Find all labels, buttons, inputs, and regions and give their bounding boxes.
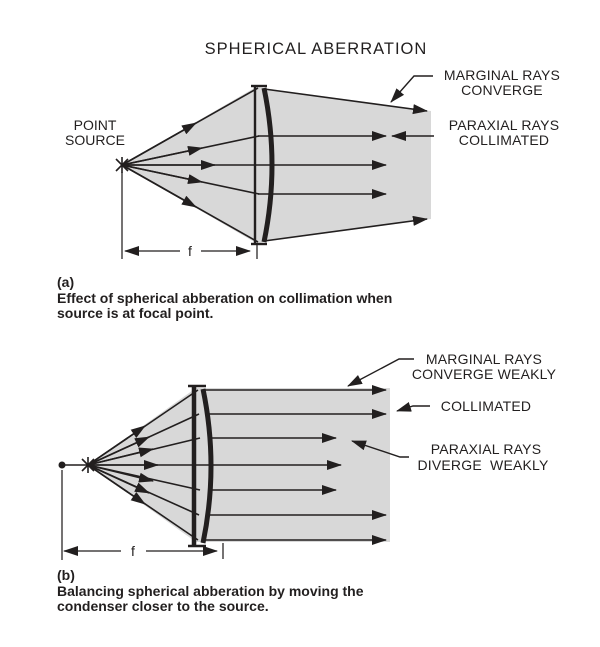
paraxial-rays-label-a-line1: PARAXIAL RAYS <box>449 117 560 133</box>
figure-title: SPHERICAL ABERRATION <box>205 40 428 58</box>
caption-b-line1: Balancing spherical abberation by moving… <box>57 583 364 599</box>
panel-a: f POINT SOURCE MARGINAL RAYS CONVERGE PA… <box>57 67 560 321</box>
marginal-rays-label-b-line1: MARGINAL RAYS <box>426 351 542 367</box>
marginal-leader-b <box>347 358 414 387</box>
paraxial-rays-label-a-line2: COLLIMATED <box>459 132 549 148</box>
refracted-rays-a <box>258 88 434 242</box>
marginal-rays-label-b-line2: CONVERGE WEAKLY <box>412 366 557 382</box>
collimated-label-b: COLLIMATED <box>441 398 531 414</box>
marginal-rays-label-a-line1: MARGINAL RAYS <box>444 67 560 83</box>
caption-a-tag: (a) <box>57 274 74 290</box>
marginal-leader-a <box>390 75 433 103</box>
point-source-label-line1: POINT <box>74 117 117 133</box>
focal-point-dot <box>58 461 66 469</box>
condenser-lens-a <box>251 84 275 246</box>
caption-a-line1: Effect of spherical abberation on collim… <box>57 290 392 306</box>
refracted-rays-b <box>204 385 387 545</box>
caption-a-line2: source is at focal point. <box>57 305 213 321</box>
marginal-rays-label-a-line2: CONVERGE <box>461 82 543 98</box>
caption-b-tag: (b) <box>57 567 75 583</box>
point-source-label-line2: SOURCE <box>65 132 125 148</box>
caption-b-line2: condenser closer to the source. <box>57 598 269 614</box>
focal-distance-marker-b: f <box>61 470 224 560</box>
ray-fan-b <box>62 389 342 541</box>
paraxial-rays-label-b-line1: PARAXIAL RAYS <box>431 441 542 457</box>
point-source-star-b <box>81 457 95 473</box>
point-source-star-a <box>115 157 129 173</box>
paraxial-leader-b <box>351 440 409 458</box>
focal-length-label-a: f <box>188 243 192 259</box>
paraxial-rays-label-b-line2: DIVERGE WEAKLY <box>417 457 549 473</box>
panel-b: f MARGINAL RAYS CONVERGE WEAKLY COLLIMAT… <box>57 351 557 614</box>
focal-distance-marker-a: f <box>121 172 258 259</box>
collimated-leader-b <box>396 402 430 412</box>
focal-length-label-b: f <box>131 543 135 559</box>
